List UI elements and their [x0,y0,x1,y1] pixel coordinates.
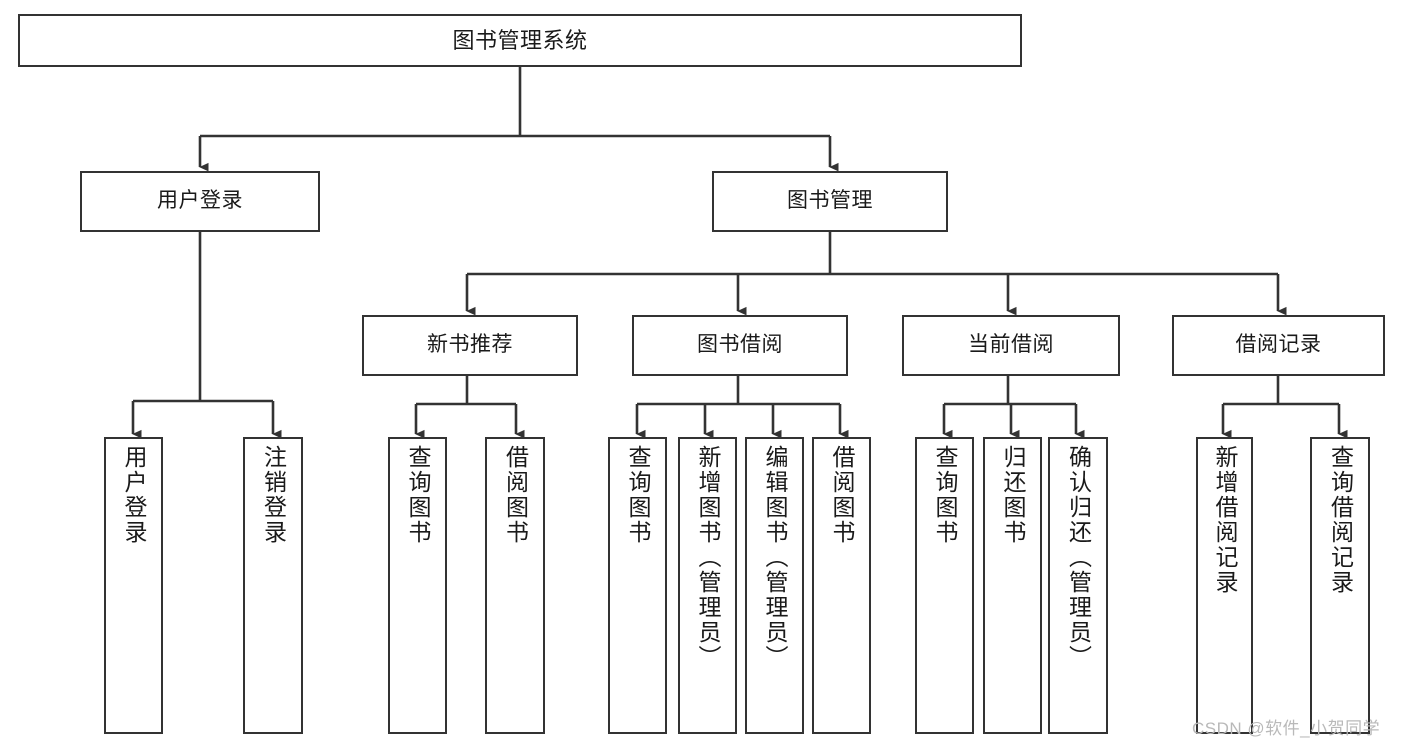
node-leaf-logout[interactable]: 注销登录 [243,437,303,734]
node-leaf-add-borrow-record[interactable]: 新增借阅记录 [1196,437,1253,734]
node-current-borrow-label: 当前借阅 [968,333,1054,357]
node-leaf-query-borrow-record[interactable]: 查询借阅记录 [1310,437,1370,734]
node-borrow-records[interactable]: 借阅记录 [1172,315,1385,376]
node-leaf-borrow-books-borrow-label: 借阅图书 [829,445,855,545]
node-leaf-query-books-borrow-label: 查询图书 [625,445,651,545]
node-leaf-query-borrow-record-label: 查询借阅记录 [1327,445,1354,595]
node-leaf-borrow-books-newbooks-label: 借阅图书 [502,445,529,545]
node-leaf-add-borrow-record-label: 新增借阅记录 [1212,445,1238,595]
node-leaf-query-books-current[interactable]: 查询图书 [915,437,974,734]
node-user-login-label: 用户登录 [157,189,243,213]
node-leaf-confirm-return-label: 确认归还（管理员） [1065,445,1092,670]
node-book-management-label: 图书管理 [787,189,873,213]
node-leaf-query-books-newbooks-label: 查询图书 [405,445,431,545]
node-leaf-add-book[interactable]: 新增图书（管理员） [678,437,737,734]
node-leaf-user-login-label: 用户登录 [121,445,147,545]
node-leaf-add-book-label: 新增图书（管理员） [695,445,721,670]
node-book-borrow-label: 图书借阅 [697,333,783,357]
node-leaf-user-login[interactable]: 用户登录 [104,437,163,734]
node-leaf-borrow-books-borrow[interactable]: 借阅图书 [812,437,871,734]
node-root-system[interactable]: 图书管理系统 [18,14,1022,67]
csdn-watermark: CSDN @软件_小贺同学 [1192,719,1381,738]
node-book-borrow[interactable]: 图书借阅 [632,315,848,376]
node-new-book-recommend-label: 新书推荐 [427,333,513,357]
node-user-login[interactable]: 用户登录 [80,171,320,232]
node-leaf-confirm-return[interactable]: 确认归还（管理员） [1048,437,1108,734]
node-leaf-query-books-borrow[interactable]: 查询图书 [608,437,667,734]
node-borrow-records-label: 借阅记录 [1235,333,1322,357]
node-book-management[interactable]: 图书管理 [712,171,948,232]
node-leaf-query-books-current-label: 查询图书 [932,445,958,545]
node-leaf-query-books-newbooks[interactable]: 查询图书 [388,437,447,734]
node-leaf-edit-book-label: 编辑图书（管理员） [762,445,788,670]
node-leaf-edit-book[interactable]: 编辑图书（管理员） [745,437,804,734]
node-leaf-return-book-label: 归还图书 [1000,445,1026,545]
node-new-book-recommend[interactable]: 新书推荐 [362,315,578,376]
node-leaf-logout-label: 注销登录 [260,445,287,545]
node-leaf-return-book[interactable]: 归还图书 [983,437,1042,734]
node-current-borrow[interactable]: 当前借阅 [902,315,1120,376]
node-root-system-label: 图书管理系统 [452,27,588,53]
node-leaf-borrow-books-newbooks[interactable]: 借阅图书 [485,437,545,734]
